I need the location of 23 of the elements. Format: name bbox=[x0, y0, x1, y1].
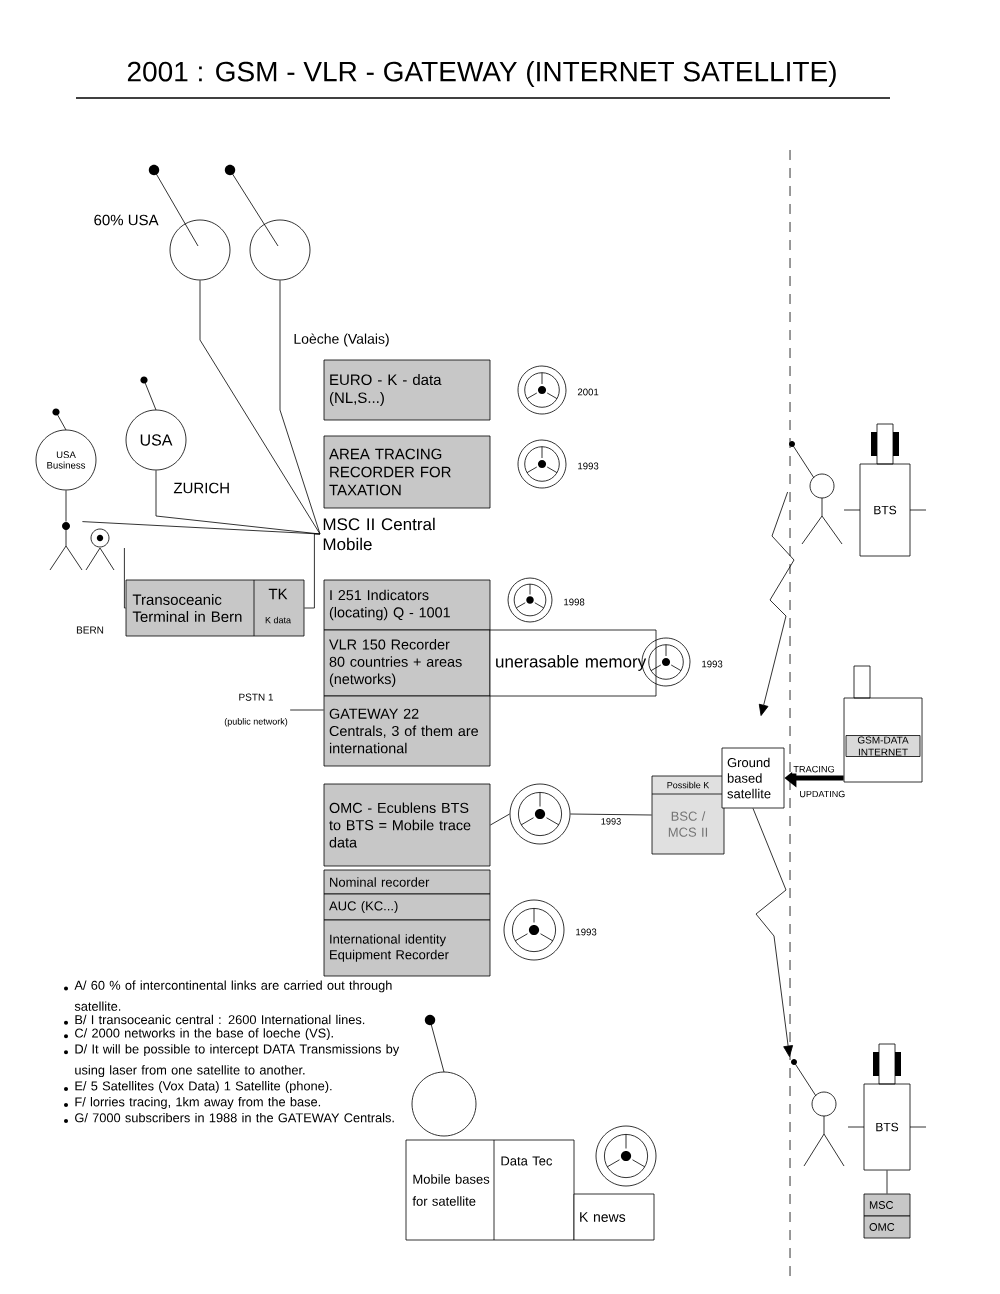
connector bbox=[490, 813, 510, 826]
connector bbox=[758, 491, 795, 716]
connector bbox=[279, 280, 321, 535]
satellite-dish bbox=[411, 1014, 477, 1137]
tape-reel bbox=[595, 1125, 657, 1187]
stick-figure bbox=[789, 441, 843, 545]
stick-figure bbox=[791, 1059, 845, 1167]
connector bbox=[65, 490, 67, 522]
connector bbox=[886, 1170, 888, 1194]
connector bbox=[199, 280, 321, 535]
switch-label: MSC II Central Mobile bbox=[323, 517, 435, 551]
connector bbox=[289, 709, 324, 711]
title: 2001 : GSM - VLR - GATEWAY (INTERNET SATELLITE) bbox=[75, 60, 891, 99]
connector bbox=[304, 533, 321, 609]
satellite-dish bbox=[224, 164, 311, 281]
stick-figure bbox=[49, 522, 83, 571]
connector bbox=[570, 813, 652, 816]
stick-figure bbox=[85, 528, 115, 571]
connector bbox=[124, 547, 126, 609]
memory-box: unerasable memory bbox=[489, 629, 657, 697]
circle-node: USA bbox=[125, 376, 187, 471]
connector bbox=[752, 808, 793, 1057]
tape-reel bbox=[509, 783, 571, 845]
